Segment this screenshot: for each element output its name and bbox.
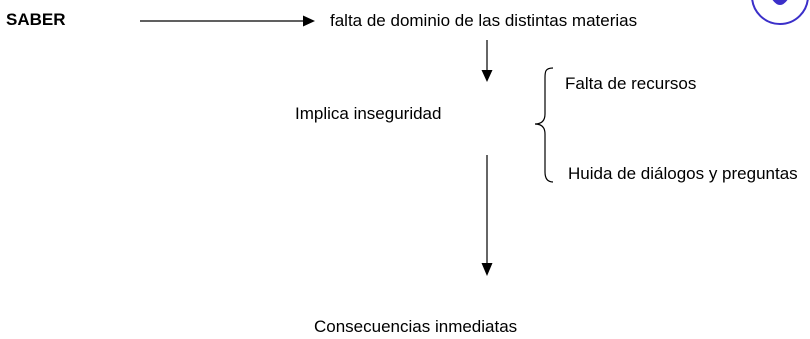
arrow-to-consecuencias	[481, 155, 493, 276]
node-falta-de-dominio: falta de dominio de las distintas materi…	[330, 11, 638, 30]
branch-falta-de-recursos: Falta de recursos	[565, 74, 697, 93]
node-implica-inseguridad: Implica inseguridad	[295, 104, 442, 123]
arrow-saber-to-dominio	[140, 15, 315, 27]
node-consecuencias-inmediatas: Consecuencias inmediatas	[314, 317, 518, 336]
branch-huida-de-dialogos: Huida de diálogos y preguntas	[568, 164, 798, 183]
curly-brace	[534, 67, 554, 183]
logo-partial-icon	[751, 0, 809, 25]
root-label-saber: SABER	[6, 10, 66, 29]
arrow-dominio-to-inseguridad	[481, 40, 493, 82]
